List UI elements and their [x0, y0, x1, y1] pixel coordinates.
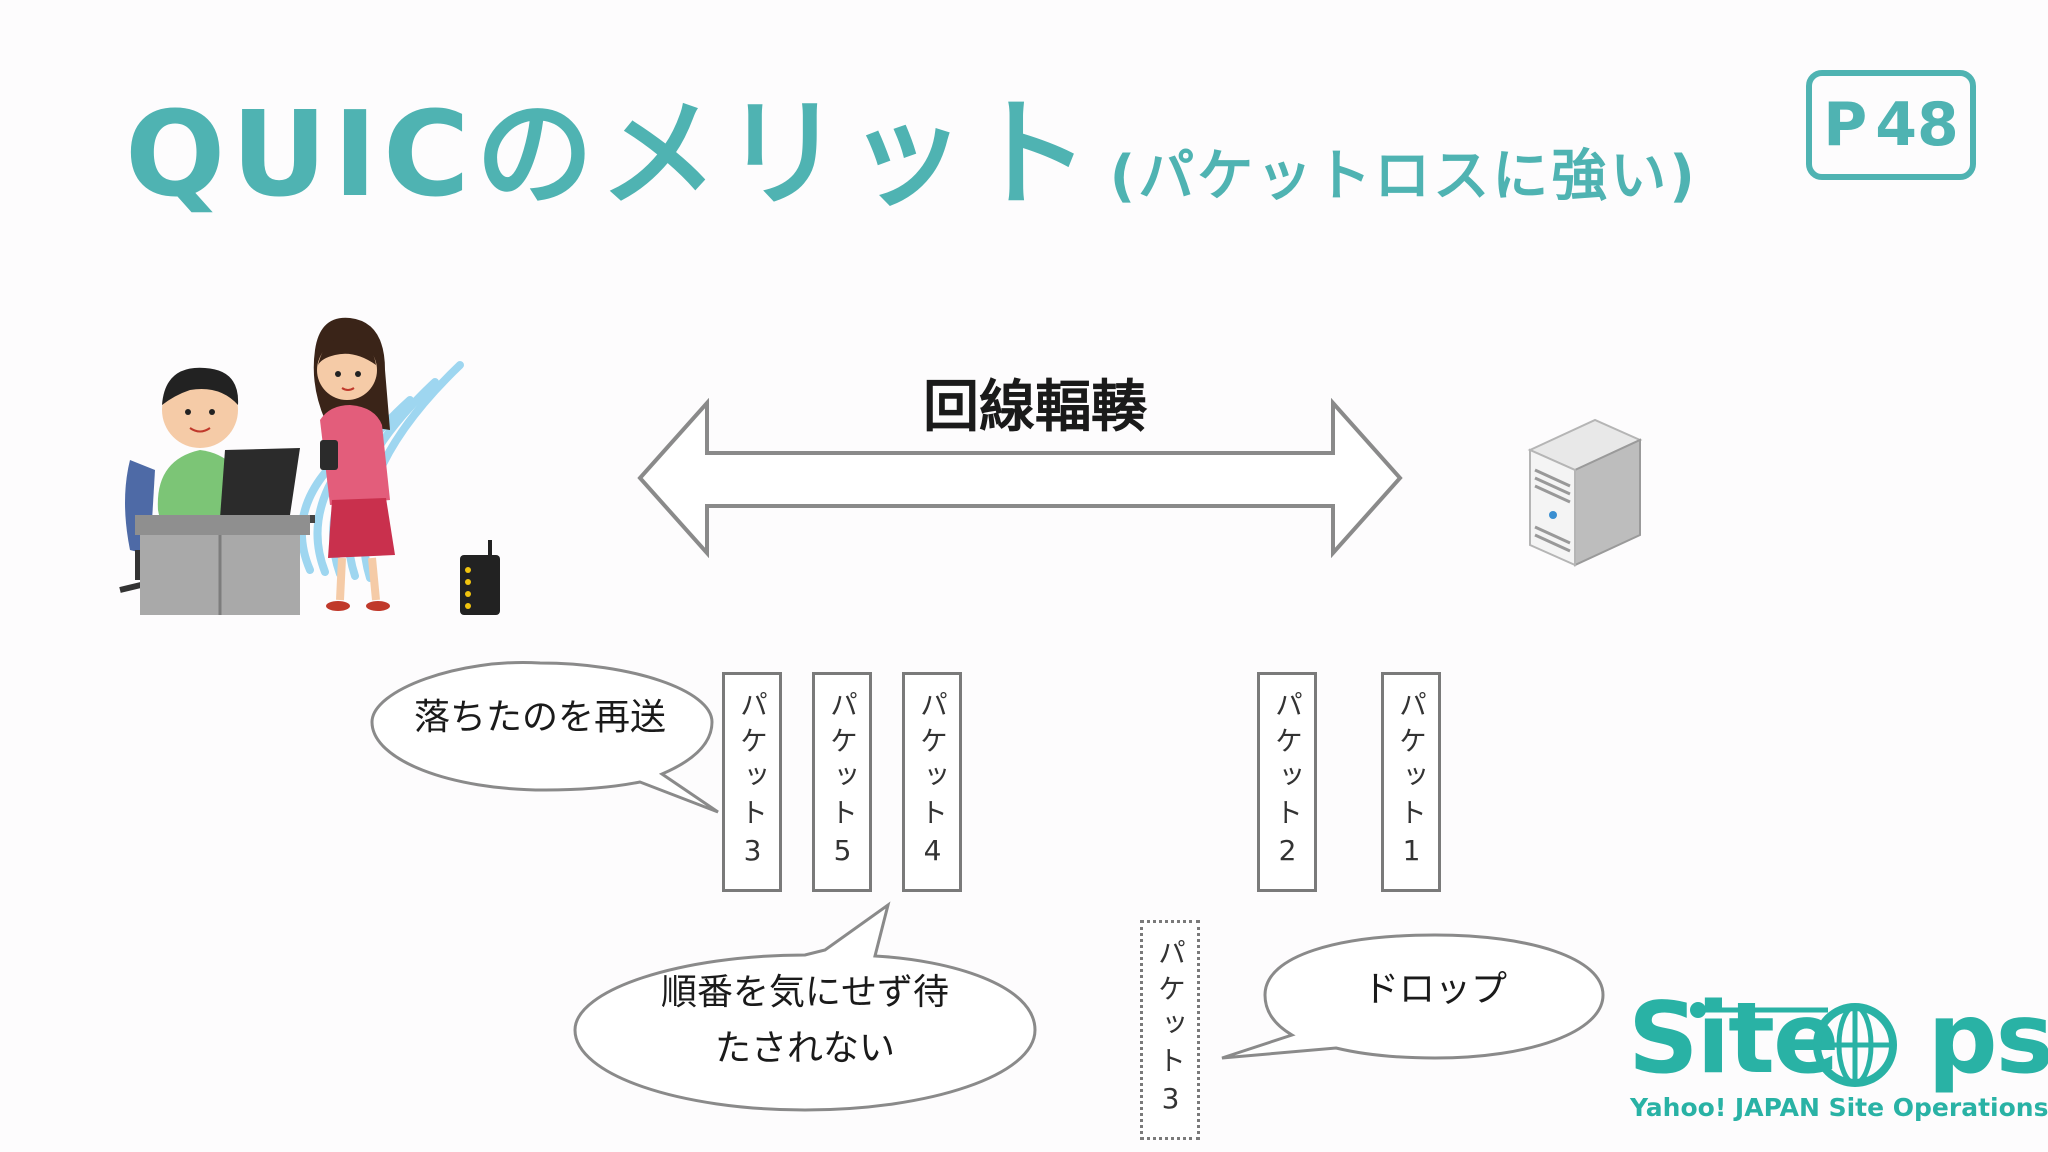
- drop-bubble-text: ドロップ: [1362, 969, 1507, 1010]
- logo-word-part2: ps: [1927, 982, 2048, 1096]
- title-sub: (パケットロスに強い): [1109, 144, 1698, 209]
- dropped-packet-box: パケット3: [1140, 920, 1200, 1140]
- slide-title: QUICのメリット (パケットロスに強い): [125, 58, 1698, 229]
- server-icon: [1527, 418, 1643, 567]
- client-users-illustration: [119, 317, 500, 615]
- no-wait-bubble: [573, 901, 1037, 1112]
- no-wait-line-1: 順番を気にせず待: [660, 972, 949, 1013]
- packet-label: パケット1: [1395, 689, 1428, 875]
- siteops-connector-icon: [1690, 1002, 1828, 1018]
- packet-label: パケット4: [916, 689, 949, 875]
- page-number: 48: [1875, 90, 1959, 160]
- siteops-tagline: Yahoo! JAPAN Site Operations: [1630, 1093, 2048, 1122]
- packet-label: パケット5: [826, 689, 859, 875]
- page-number-badge: P 48: [1806, 70, 1976, 180]
- packet-box: パケット5: [812, 672, 872, 892]
- resend-bubble: [370, 660, 719, 814]
- page-prefix: P: [1823, 90, 1868, 160]
- drop-bubble: [1221, 933, 1605, 1060]
- dropped-packet-label: パケット3: [1154, 937, 1187, 1123]
- packet-box: パケット3: [722, 672, 782, 892]
- no-wait-bubble-text: 順番を気にせず待 たされない: [605, 965, 1005, 1077]
- congestion-label: 回線輻輳: [923, 375, 1147, 440]
- packet-label: パケット2: [1271, 689, 1304, 875]
- globe-icon: [1813, 1003, 1897, 1087]
- no-wait-line-2: たされない: [714, 1027, 895, 1069]
- packet-box: パケット4: [902, 672, 962, 892]
- packet-label: パケット3: [736, 689, 769, 875]
- resend-bubble-text: 落ちたのを再送: [413, 697, 666, 738]
- bidirectional-arrow: [637, 398, 1403, 558]
- packet-box: パケット1: [1381, 672, 1441, 892]
- router-icon: [460, 540, 500, 615]
- packet-box: パケット2: [1257, 672, 1317, 892]
- title-main: QUICのメリット: [125, 85, 1096, 223]
- logo-word-part1: Site: [1628, 982, 1839, 1096]
